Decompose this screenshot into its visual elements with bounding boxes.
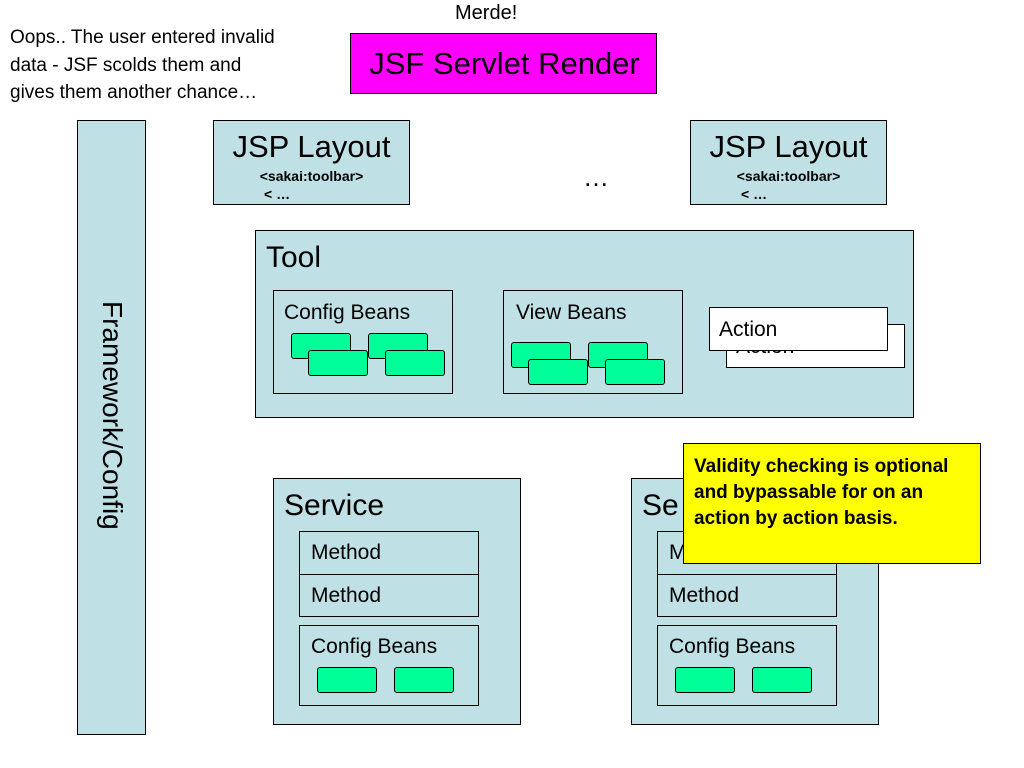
service-title-2: Se: [642, 489, 679, 522]
tool-config-beans-label: Config Beans: [284, 301, 411, 324]
servlet-label: JSF Servlet Render: [369, 46, 640, 81]
service-bean-1b: [394, 667, 454, 693]
servlet-box: JSF Servlet Render: [350, 33, 657, 94]
service-bean-1a: [317, 667, 377, 693]
view-bean-4: [605, 359, 665, 385]
tool-box: Tool Config Beans View Beans Action Acti…: [255, 230, 914, 418]
service-method-1a: Method: [299, 531, 479, 575]
service-title-1: Service: [284, 489, 385, 522]
service-method-1b: Method: [299, 574, 479, 617]
service-config-beans-label-1: Config Beans: [311, 635, 438, 658]
service-config-beans-box-2: Config Beans: [657, 625, 837, 706]
tool-config-beans-box: Config Beans: [273, 290, 453, 394]
tool-view-beans-box: View Beans: [503, 290, 683, 394]
layout-ellipsis: …: [583, 162, 609, 192]
view-bean-2: [528, 359, 588, 385]
note-line-1: Oops.. The user entered invalid: [10, 27, 275, 48]
service-bean-2b: [752, 667, 812, 693]
jsp-layout-line1-2: <sakai:toolbar>: [736, 168, 841, 184]
service-method-label-1a: Method: [311, 541, 382, 564]
service-config-beans-box-1: Config Beans: [299, 625, 479, 706]
framework-config-bar: Framework/Config: [77, 120, 146, 735]
jsp-layout-box-2: JSP Layout <sakai:toolbar> < …: [690, 120, 887, 205]
service-method-label-2a: M: [669, 541, 687, 564]
jsp-layout-title-2: JSP Layout: [709, 129, 868, 164]
validity-callout: Validity checking is optional and bypass…: [683, 443, 981, 564]
tool-view-beans-label: View Beans: [516, 301, 627, 324]
framework-config-label: Framework/Config: [97, 301, 128, 530]
service-method-label-2b: Method: [669, 584, 740, 607]
service-method-2b: Method: [657, 574, 837, 617]
service-method-label-1b: Method: [311, 584, 382, 607]
jsp-layout-box-1: JSP Layout <sakai:toolbar> < …: [213, 120, 410, 205]
config-bean-4: [385, 350, 445, 376]
service-bean-2a: [675, 667, 735, 693]
action-box-front: Action: [709, 307, 888, 351]
jsp-layout-line2-1: < …: [264, 186, 291, 202]
service-box-1: Service Method Method Config Beans: [273, 478, 521, 725]
action-label-front: Action: [719, 318, 778, 341]
jsp-layout-line2-2: < …: [741, 186, 768, 202]
service-config-beans-label-2: Config Beans: [669, 635, 796, 658]
config-bean-2: [308, 350, 368, 376]
jsp-layout-line1-1: <sakai:toolbar>: [259, 168, 364, 184]
note-line-2: data - JSF scolds them and: [10, 55, 242, 76]
tool-title: Tool: [266, 241, 322, 274]
note-line-3: gives them another chance…: [10, 82, 258, 103]
jsp-layout-title-1: JSP Layout: [232, 129, 391, 164]
top-label: Merde!: [455, 2, 518, 24]
validity-callout-text: Validity checking is optional and bypass…: [694, 456, 949, 529]
